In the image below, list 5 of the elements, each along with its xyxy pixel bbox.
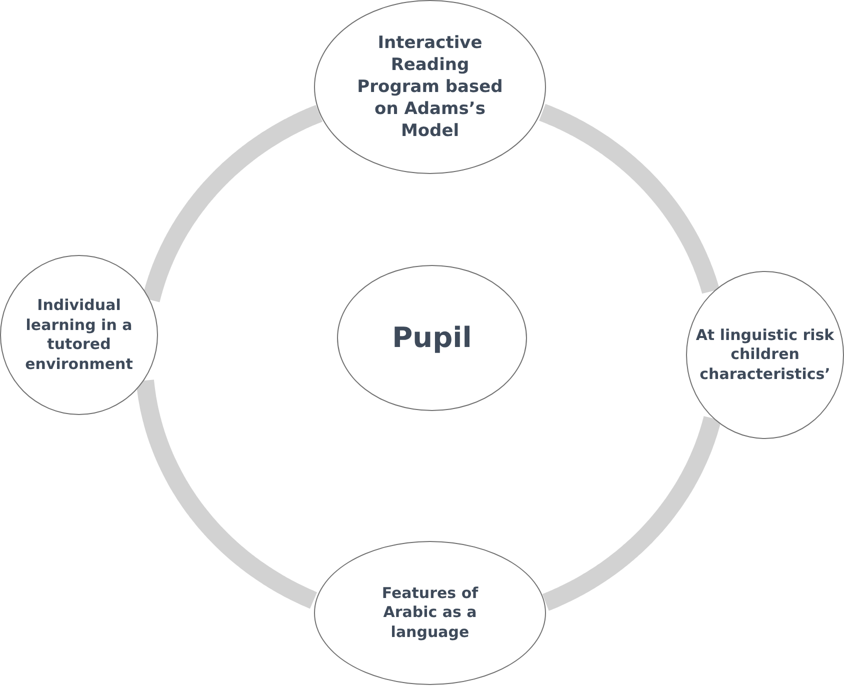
node-text: Interactive Reading Program based on Adams’s Model — [356, 32, 504, 142]
node-text: Features of Arabic as a language — [380, 584, 480, 642]
node-text: Individual learning in a tutored environment — [24, 296, 134, 374]
node-text: At linguistic risk children characteristics’ — [695, 326, 835, 384]
node-text: Pupil — [391, 320, 473, 356]
